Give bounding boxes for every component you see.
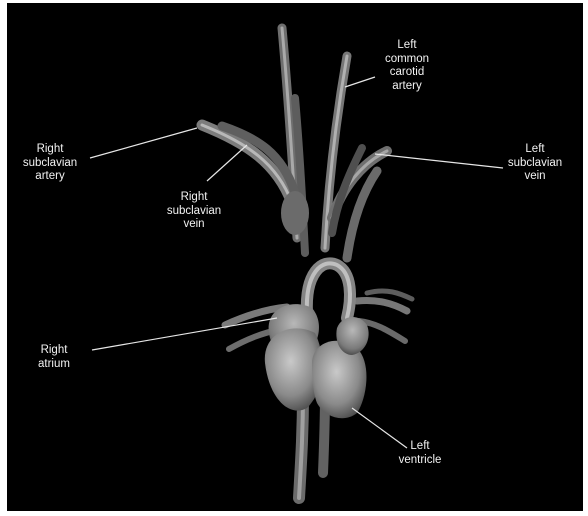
upper-mass: [281, 191, 309, 235]
image-frame: Left common carotid artery Right subclav…: [7, 3, 583, 511]
label-right-subclavian-artery: Right subclavian artery: [15, 143, 85, 184]
label-right-subclavian-vein: Right subclavian vein: [159, 191, 229, 232]
leader-line-right-atrium: [92, 318, 277, 350]
left-atrium-shape: [336, 317, 368, 355]
heart-great-vessels-render: [7, 3, 583, 511]
vessel-side-right-1: [357, 300, 407, 311]
label-left-ventricle: Left ventricle: [385, 440, 455, 467]
label-left-subclavian-vein: Left subclavian vein: [500, 143, 570, 184]
leader-line-right-subclavian-artery: [90, 128, 197, 158]
leader-line-left-subclavian-vein: [375, 154, 503, 168]
leader-line-right-subclavian-vein: [207, 145, 247, 181]
leader-line-left-common-carotid: [345, 77, 375, 87]
label-right-atrium: Right atrium: [29, 344, 79, 371]
label-left-common-carotid-artery: Left common carotid artery: [376, 39, 438, 93]
vessels: [202, 28, 412, 498]
